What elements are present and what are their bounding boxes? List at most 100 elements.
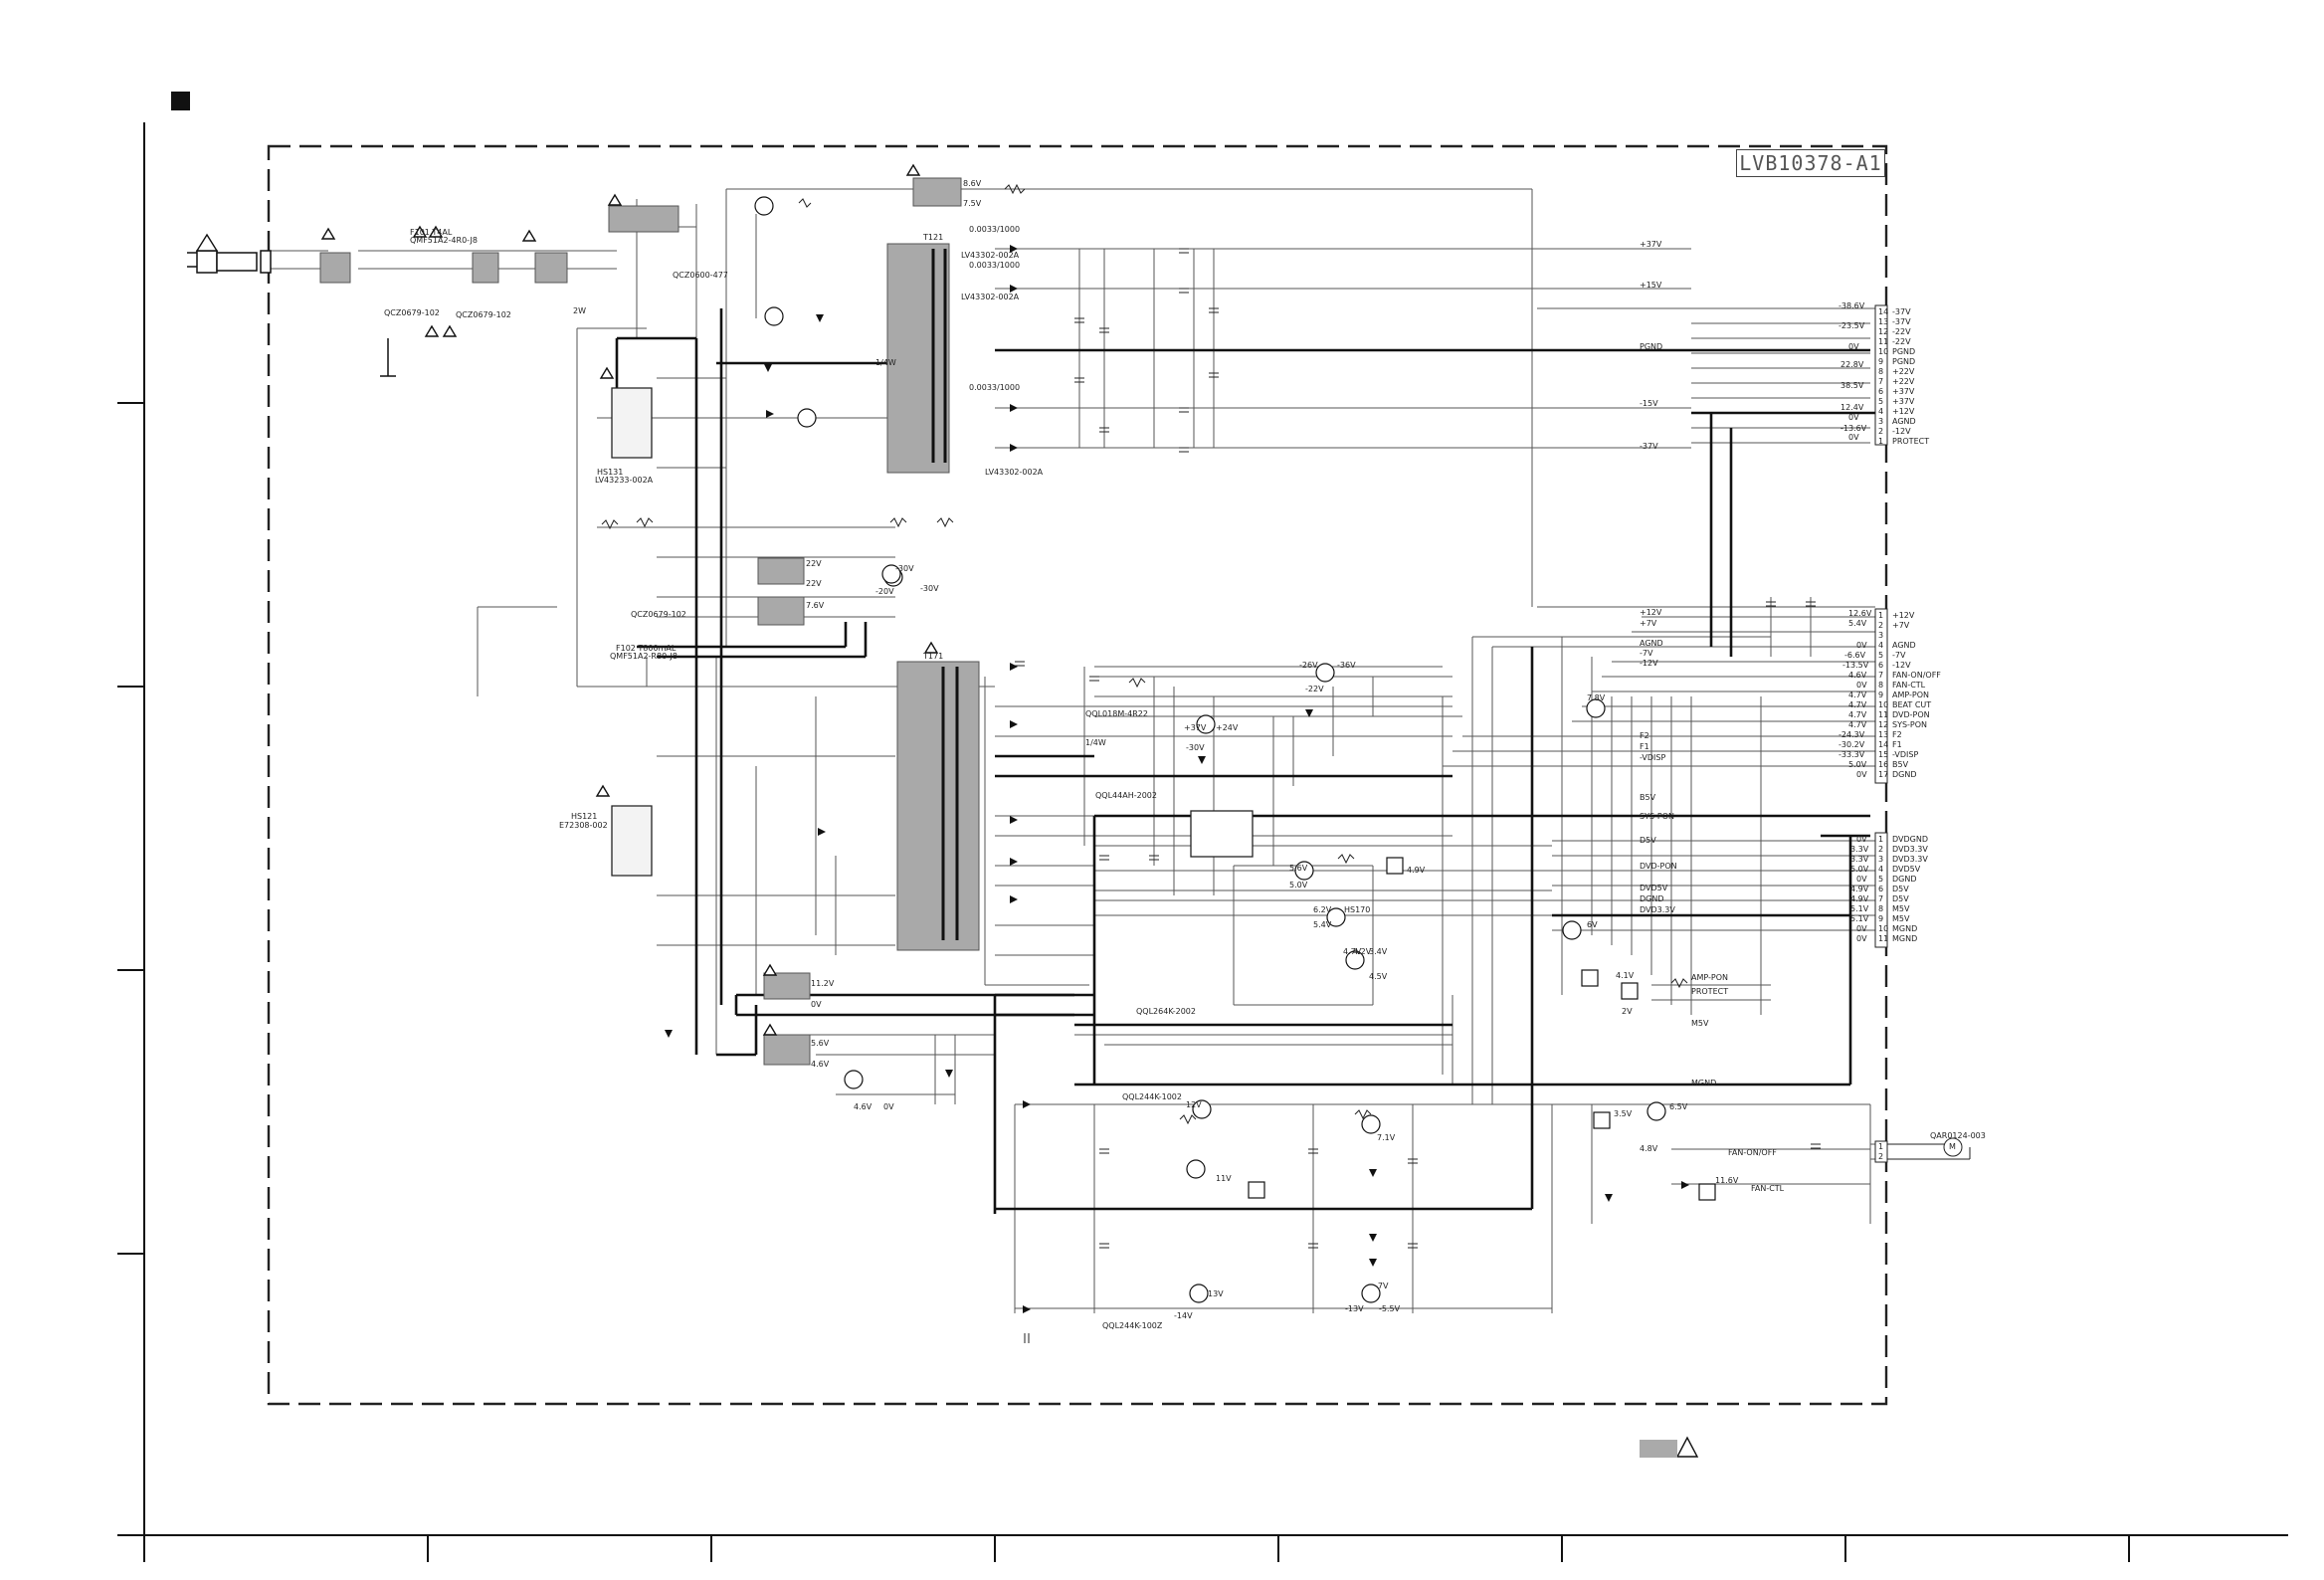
- c2-pin-label: F1: [1892, 740, 1902, 749]
- rcap3-label: 0.0033/1000: [969, 383, 1021, 392]
- c2-pin-num: 13: [1878, 730, 1889, 739]
- c1-pin-num: 2: [1878, 427, 1884, 436]
- rail-dvd33: DVD3.3V: [1640, 905, 1675, 914]
- tp-voltage: 5.6V: [1289, 864, 1308, 873]
- c2-pin-label: FAN-ON/OFF: [1892, 671, 1941, 680]
- c1-pin-voltage: -23.5V: [1839, 321, 1865, 330]
- c1-pin-num: 11: [1878, 337, 1889, 346]
- c1-pin-label: -37V: [1892, 317, 1911, 326]
- c1-pin-label: PGND: [1892, 347, 1916, 356]
- c3-pin-label: MGND: [1892, 934, 1918, 943]
- quarter-w-label: 1/4W: [875, 358, 896, 367]
- xfmr-a-label: LV43302-002A: [961, 251, 1020, 260]
- c2-pin-num: 16: [1878, 760, 1889, 769]
- c2-pin-voltage: -33.3V: [1839, 750, 1865, 759]
- tp-voltage: -13V: [1345, 1304, 1364, 1313]
- c2-pin-voltage: 4.7V: [1848, 700, 1867, 709]
- c3-pin-voltage: 5.1V: [1850, 904, 1869, 913]
- c3-pin-label: DVD3.3V: [1892, 845, 1928, 854]
- rail-dvd-pon: DVD-PON: [1640, 862, 1677, 871]
- rail-plus37: +37V: [1640, 240, 1662, 249]
- c1-pin-label: PROTECT: [1892, 437, 1930, 446]
- c2-pin-voltage: 0V: [1856, 641, 1867, 650]
- c1-pin-label: AGND: [1892, 417, 1916, 426]
- rail-mgnd: MGND: [1691, 1079, 1717, 1087]
- fuse1-part: QMF51A2-4R0-J8: [410, 236, 478, 245]
- c2-pin-label: SYS-PON: [1892, 720, 1928, 729]
- tp-voltage: -26V: [1299, 661, 1318, 670]
- c2-pin-num: 17: [1878, 770, 1889, 779]
- c2-pin-voltage: 4.7V: [1848, 710, 1867, 719]
- coil3-label: QQL264K-2002: [1136, 1007, 1196, 1016]
- cap4-part: QCZ0679-102: [631, 610, 686, 619]
- tp-voltage: 5.0V: [1289, 881, 1308, 889]
- tp-voltage: -14V: [1174, 1311, 1193, 1320]
- fuse2-label: F102 T800mAL: [616, 644, 677, 653]
- quarter-w-label-2: 1/4W: [1085, 738, 1106, 747]
- c2-pin-num: 8: [1878, 681, 1884, 690]
- c1-pin-num: 5: [1878, 397, 1884, 406]
- rail-agnd: AGND: [1640, 639, 1663, 648]
- rail-f2: F2: [1640, 731, 1649, 740]
- rail-minus37: -37V: [1640, 442, 1658, 451]
- c2-pin-label: AMP-PON: [1892, 691, 1930, 699]
- c2-pin-num: 14: [1878, 740, 1889, 749]
- tp-voltage: 22V: [806, 559, 822, 568]
- c3-pin-num: 4: [1878, 865, 1884, 874]
- ic-blocks: [1248, 857, 1716, 1201]
- tp-voltage: 3.4V: [1369, 947, 1388, 956]
- c1-pin-voltage: 22.8V: [1840, 360, 1864, 369]
- transformer-blocks: [319, 177, 980, 1066]
- rail-dgnd: DGND: [1640, 894, 1664, 903]
- corner-mark: [171, 92, 190, 110]
- c3-pin-num: 2: [1878, 845, 1884, 854]
- c2-pin-label: AGND: [1892, 641, 1916, 650]
- tp-voltage: 5.4V: [1313, 920, 1332, 929]
- tp-voltage: 2V: [1622, 1007, 1633, 1016]
- c2-pin-num: 12: [1878, 720, 1889, 729]
- c3-pin-voltage: 5.0V: [1850, 865, 1869, 874]
- rail-pgnd: PGND: [1640, 342, 1663, 351]
- tp-voltage: -30V: [895, 564, 914, 573]
- c2-pin-num: 10: [1878, 700, 1889, 709]
- c1-pin-voltage: -38.6V: [1839, 301, 1865, 310]
- c3-pin-voltage: 0V: [1856, 835, 1867, 844]
- c1-pin-num: 7: [1878, 377, 1884, 386]
- transformer-cores: [931, 249, 959, 940]
- c1-pin-label: +37V: [1892, 387, 1915, 396]
- tp-voltage: 8.6V: [963, 179, 982, 188]
- xfmr-b-label: LV43302-002A: [961, 293, 1020, 301]
- rail-f1: F1: [1640, 742, 1649, 751]
- c2-pin-label: DVD-PON: [1892, 710, 1930, 719]
- two-w-label: 2W: [573, 306, 586, 315]
- tp-voltage: 11.6V: [1715, 1176, 1739, 1185]
- c3-pin-label: D5V: [1892, 885, 1909, 893]
- rail-minus12: -12V: [1640, 659, 1658, 668]
- cap3-part: QCZ0600-477: [673, 271, 728, 280]
- c2-pin-voltage: 4.6V: [1848, 671, 1867, 680]
- heatsink2-label: HS121: [571, 812, 598, 821]
- tp-voltage: 13V: [1208, 1289, 1224, 1298]
- c2-pin-label: B5V: [1892, 760, 1909, 769]
- c1-pin-num: 6: [1878, 387, 1884, 396]
- tp-voltage: 6V: [1587, 920, 1598, 929]
- tp-voltage: -36V: [1337, 661, 1356, 670]
- c2-pin-label: F2: [1892, 730, 1902, 739]
- c3-pin-voltage: 4.9V: [1850, 894, 1869, 903]
- coil2-label: QQL44AH-2002: [1095, 791, 1157, 800]
- tp-voltage: 3.5V: [1614, 1109, 1633, 1118]
- c2-pin-label: +7V: [1892, 621, 1910, 630]
- tp-voltage: -5.5V: [1379, 1304, 1401, 1313]
- c2-pin-voltage: 4.7V: [1848, 720, 1867, 729]
- legend-swatch: [1640, 1440, 1677, 1458]
- c2-pin-num: 9: [1878, 691, 1884, 699]
- fan-motor-label: M: [1949, 1142, 1956, 1151]
- c2-pin-num: 3: [1878, 631, 1884, 640]
- c2-pin-num: 6: [1878, 661, 1884, 670]
- c1-pin-label: -37V: [1892, 307, 1911, 316]
- tp-voltage: 11.2V: [811, 979, 835, 988]
- c1-pin-num: 9: [1878, 357, 1884, 366]
- c3-pin-voltage: 0V: [1856, 934, 1867, 943]
- fan-motor: [1887, 1137, 1971, 1160]
- heatsinks: [611, 387, 1254, 877]
